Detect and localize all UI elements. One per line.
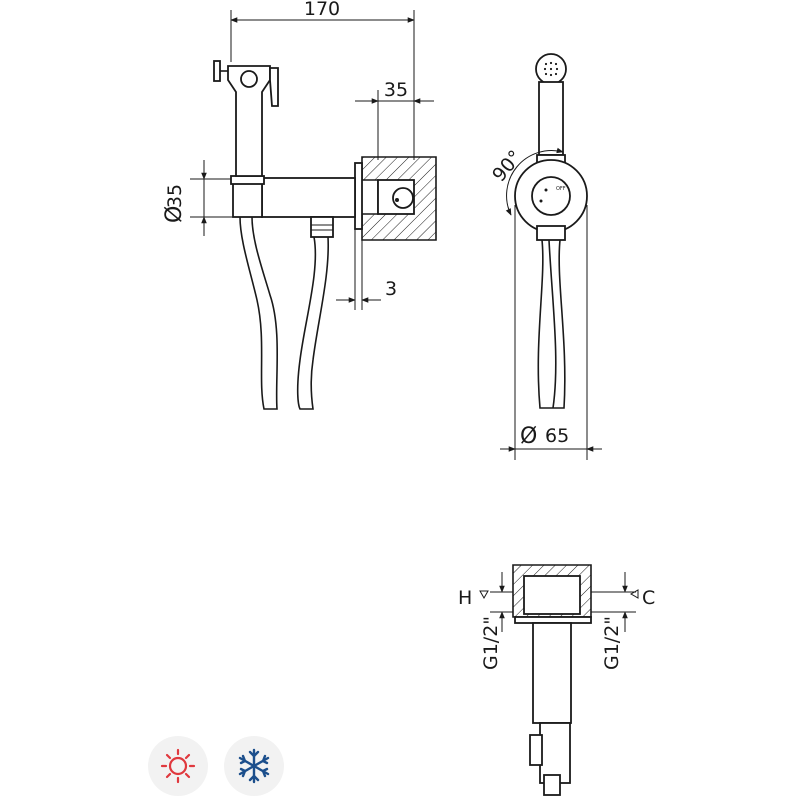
- dimension-c: C G1/2": [591, 572, 655, 670]
- handset-body-front: [538, 81, 564, 156]
- thread-right-label: G1/2": [601, 616, 623, 670]
- dimension-3: 3: [336, 229, 397, 310]
- dia-symbol-65: Ø: [520, 424, 537, 449]
- off-marker: OFF: [556, 186, 566, 192]
- hose-front: [537, 239, 566, 409]
- box-valve: [539, 722, 571, 784]
- body-circle: [531, 176, 571, 216]
- dim-3-label: 3: [385, 278, 397, 300]
- dim-dia-35-label: 35: [164, 184, 186, 208]
- front-view: OFF 90° Ø 65: [488, 53, 602, 460]
- handset-nozzle: [240, 70, 258, 88]
- dimension-h: H G1/2": [458, 572, 513, 670]
- wall-flange: [354, 162, 363, 230]
- hose: [239, 216, 330, 410]
- dimension-dia-35: Ø 35: [162, 160, 262, 236]
- hose-nut-front: [536, 225, 566, 241]
- dimension-35-depth: 35: [355, 79, 434, 160]
- box-view: H G1/2" C G1/2": [458, 564, 655, 796]
- thread-left-label: G1/2": [480, 616, 502, 670]
- hose-nut: [310, 216, 334, 238]
- spray-button: [213, 60, 221, 82]
- dia-symbol: Ø: [162, 206, 187, 223]
- dim-35-depth-label: 35: [384, 79, 408, 101]
- hot-water-badge: [148, 736, 208, 796]
- box-handle: [529, 734, 543, 766]
- holder-ring: [230, 175, 265, 185]
- c-label: C: [642, 587, 655, 609]
- dimension-dia-65: Ø 65: [500, 205, 602, 460]
- sun-icon: [160, 748, 196, 784]
- dim-170-label: 170: [304, 0, 340, 20]
- handset: [227, 65, 271, 177]
- cold-water-badge: [224, 736, 284, 796]
- box-flange: [514, 616, 592, 624]
- snowflake-icon: [238, 748, 270, 784]
- valve-knob: [392, 187, 414, 209]
- box-pipe: [532, 622, 572, 724]
- valve-dot: [395, 198, 399, 202]
- side-view: 170 35 Ø 35: [162, 0, 437, 410]
- box-inner: [523, 575, 581, 615]
- mixer-body: [261, 177, 356, 218]
- dimension-170: 170: [230, 0, 415, 160]
- spray-holes: [543, 61, 559, 77]
- h-label: H: [458, 587, 472, 609]
- dim-dia-65-label: 65: [545, 425, 569, 447]
- box-handle-end: [543, 774, 561, 796]
- trigger-lever: [269, 67, 279, 107]
